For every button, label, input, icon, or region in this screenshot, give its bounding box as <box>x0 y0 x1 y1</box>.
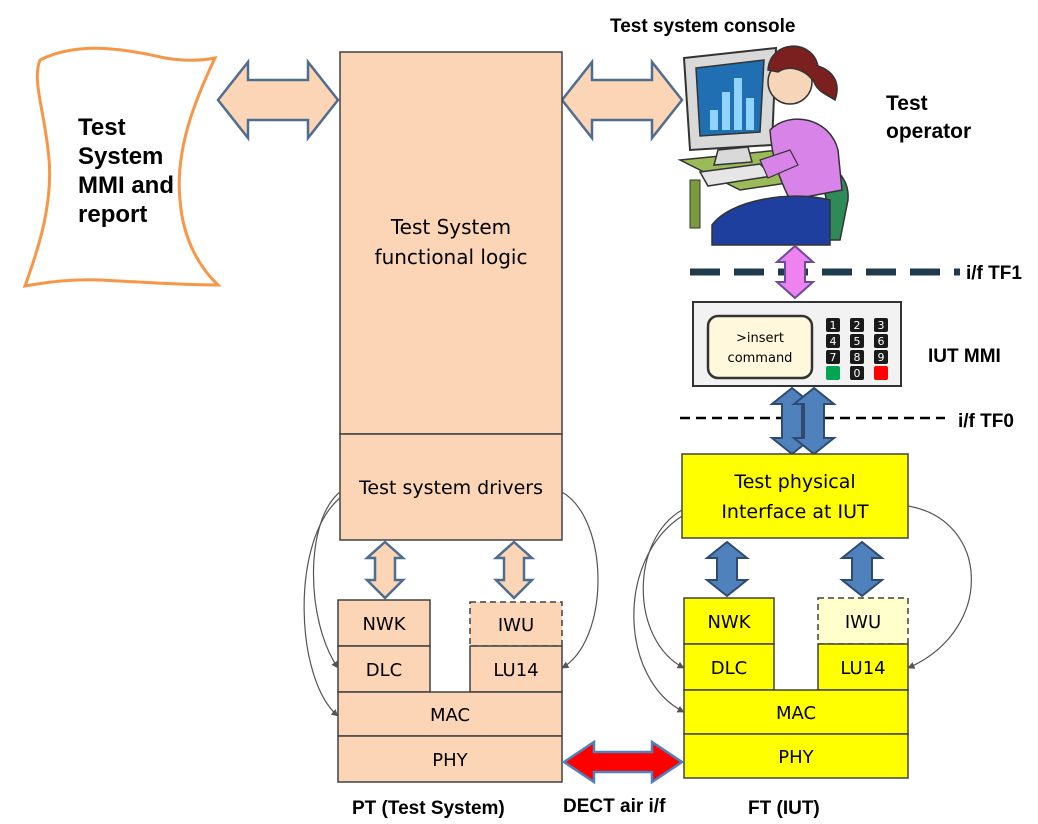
iut-nwk-box <box>683 597 775 645</box>
console-illustration: Test system console Test operator <box>610 16 971 246</box>
mmi-doc-line4: report <box>78 201 147 228</box>
pt-caption: PT (Test System) <box>352 798 505 819</box>
keypad-key-red <box>874 366 888 380</box>
iut-mmi-label: IUT MMI <box>928 346 1001 367</box>
ts-iwu-label: IWU <box>498 615 534 636</box>
mmi-screen <box>706 314 814 380</box>
keypad-label-2: 2 <box>854 319 861 332</box>
ft-caption: FT (IUT) <box>748 798 820 819</box>
console-title: Test system console <box>610 16 796 37</box>
ts-lu14-label: LU14 <box>493 660 538 681</box>
phys-iwu-arrow <box>839 540 885 598</box>
mmi-screen-line1: >insert <box>736 331 784 346</box>
iut-lu14-label: LU14 <box>840 658 885 679</box>
ts-phy-box <box>337 735 563 783</box>
phys-line2: Interface at IUT <box>721 501 869 523</box>
keypad-label-6: 6 <box>878 335 885 348</box>
monitor-icon <box>682 46 778 166</box>
logic-line2: functional logic <box>375 245 528 269</box>
keypad-label-1: 1 <box>830 319 837 332</box>
keypad-label-3: 3 <box>878 319 885 332</box>
phys-line1: Test physical <box>733 471 855 493</box>
iut-curve-left-1 <box>642 509 685 669</box>
drivers-label: Test system drivers <box>358 477 543 499</box>
keypad-key-5 <box>850 334 864 348</box>
keypad-label-4: 4 <box>830 335 837 348</box>
keypad-key-7 <box>826 350 840 364</box>
iut-dlc-label: DLC <box>711 658 747 679</box>
phys-nwk-arrow <box>704 540 750 598</box>
keypad-label-7: 7 <box>830 351 837 364</box>
desk-leg-icon <box>689 179 701 229</box>
test-physical-interface-box <box>681 453 909 539</box>
keypad-key-8 <box>850 350 864 364</box>
mmi-report-document: Test System MMI and report <box>22 46 222 288</box>
mmi-screen-line2: command <box>728 351 793 366</box>
ts-mac-label: MAC <box>430 705 470 726</box>
doc-logic-double-arrow <box>216 58 340 142</box>
keypad: 1 2 3 4 5 6 7 8 9 0 <box>826 318 888 380</box>
keypad-key-4 <box>826 334 840 348</box>
ts-curve-left-2 <box>303 497 341 717</box>
functional-logic-box <box>339 51 563 435</box>
ts-lu14-box <box>469 645 563 693</box>
dect-air-label: DECT air i/f <box>563 796 666 817</box>
ts-curve-right <box>561 491 599 669</box>
ts-dlc-label: DLC <box>366 660 402 681</box>
iut-mmi-device: >insert command 1 2 3 4 5 6 7 8 9 0 <box>692 301 902 387</box>
keypad-key-green <box>826 366 840 380</box>
tf1-label: i/f TF1 <box>966 263 1022 284</box>
dect-air-arrow <box>561 739 685 785</box>
keypad-label-5: 5 <box>854 335 861 348</box>
ts-phy-label: PHY <box>432 750 468 771</box>
mmi-doc-line3: MMI and <box>78 172 174 199</box>
logic-line1: Test System <box>390 215 511 239</box>
iut-dlc-box <box>683 643 775 691</box>
ts-nwk-label: NWK <box>362 614 406 635</box>
ts-mac-box <box>337 691 563 737</box>
keypad-key-3 <box>874 318 888 332</box>
keypad-label-8: 8 <box>854 351 861 364</box>
mmi-doc-line2: System <box>78 143 163 170</box>
iut-mac-label: MAC <box>776 703 816 724</box>
drivers-nwk-arrow <box>363 540 407 600</box>
iut-phy-label: PHY <box>778 747 814 768</box>
keypad-key-9 <box>874 350 888 364</box>
keypad-key-2 <box>850 318 864 332</box>
test-system-stack: Test System functional logic Test system… <box>303 51 599 819</box>
iut-mac-box <box>683 689 909 735</box>
tf0-label: i/f TF0 <box>958 411 1014 432</box>
iut-nwk-label: NWK <box>707 612 751 633</box>
mmi-doc-line1: Test <box>78 114 126 141</box>
operator-person-icon <box>711 45 843 246</box>
ts-curve-left-1 <box>312 491 341 669</box>
drivers-box <box>339 433 563 541</box>
keypad-key-6 <box>874 334 888 348</box>
operator-label-line2: operator <box>886 120 971 143</box>
iut-iwu-label: IWU <box>845 612 881 633</box>
keypad-label-0: 0 <box>854 367 861 380</box>
iut-stack: Test physical Interface at IUT NWK IWU D… <box>633 453 972 819</box>
drivers-iwu-arrow <box>492 540 536 600</box>
keypad-key-1 <box>826 318 840 332</box>
operator-label-line1: Test <box>886 92 928 115</box>
iut-curve-right <box>907 505 972 669</box>
keypad-key-0 <box>850 366 864 380</box>
ts-iwu-box <box>469 601 563 647</box>
ts-dlc-box <box>337 645 431 693</box>
logic-console-double-arrow <box>560 58 684 142</box>
iut-curve-left-2 <box>633 515 685 713</box>
document-outline <box>22 46 222 288</box>
keypad-label-9: 9 <box>878 351 885 364</box>
console-mmi-arrow <box>774 244 816 300</box>
iut-phy-box <box>683 733 909 779</box>
